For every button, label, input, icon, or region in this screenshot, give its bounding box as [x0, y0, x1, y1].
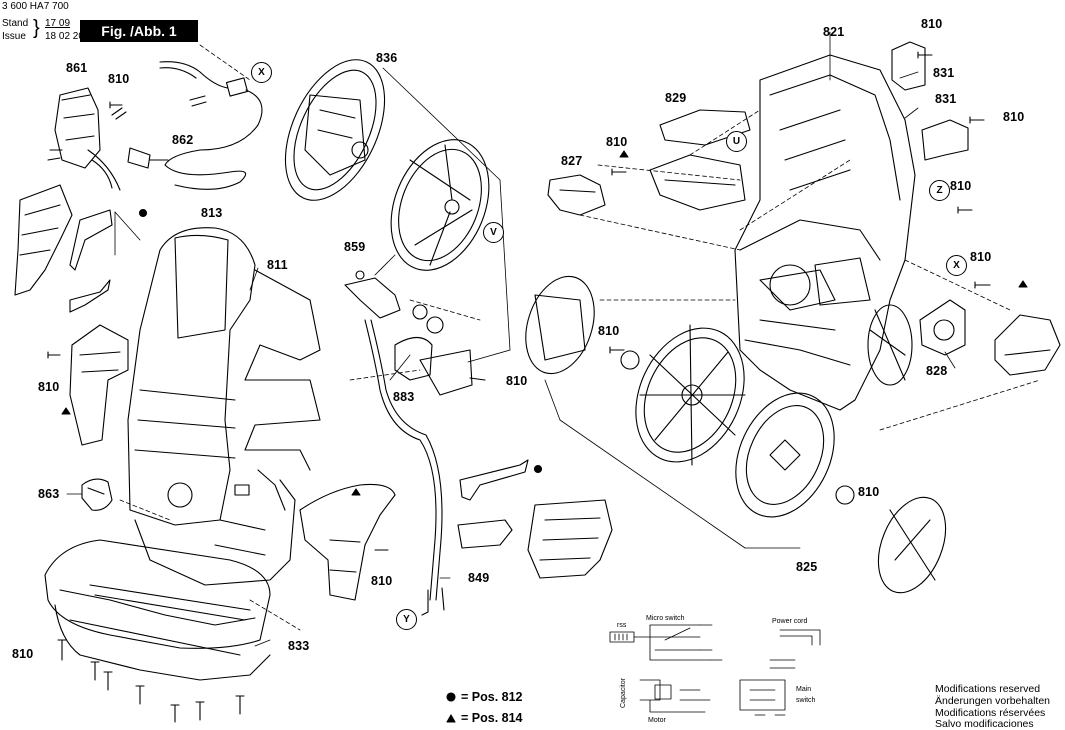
- wheel-reel: [620, 324, 746, 466]
- part-836-cover-disc: [284, 59, 386, 201]
- wiring-main-label: Main: [796, 686, 812, 693]
- callout-810: 810: [950, 179, 972, 193]
- callout-861: 861: [66, 61, 88, 75]
- part-827-clip: [547, 174, 606, 216]
- doc-number: 3 600 HA7 700: [2, 1, 69, 12]
- part-810-side-cover: [69, 324, 129, 446]
- callout-810: 810: [506, 374, 528, 388]
- callout-810: 810: [371, 574, 393, 588]
- note-modifications-es: Salvo modificaciones: [935, 718, 1034, 730]
- callout-810: 810: [921, 17, 943, 31]
- middle-brackets: [457, 459, 613, 579]
- note-modifications-fr: Modifications réservées: [935, 707, 1046, 719]
- callout-810: 810: [38, 380, 60, 394]
- part-810-side-disc: [525, 275, 595, 375]
- callout-810: 810: [1003, 110, 1025, 124]
- callout-831: 831: [933, 66, 955, 80]
- callout-811: 811: [267, 258, 288, 272]
- callout-863: 863: [38, 487, 60, 501]
- callout-828: 828: [926, 364, 948, 378]
- part-849-hose: [364, 319, 445, 616]
- wiring-power-cord-label: Power cord: [772, 618, 808, 625]
- issue-label: Issue: [2, 31, 26, 42]
- part-861-switch: [47, 87, 127, 191]
- part-859-valve: [344, 270, 486, 396]
- callout-833: 833: [288, 639, 310, 653]
- ref-letter-z: Z: [929, 180, 950, 201]
- callout-827: 827: [561, 154, 583, 168]
- ref-letter-u: U: [726, 131, 747, 152]
- callout-810: 810: [108, 72, 130, 86]
- part-825-wheel: [735, 392, 947, 594]
- legend-triangle-entry: = Pos. 814: [461, 711, 523, 725]
- note-modifications-en: Modifications reserved: [935, 683, 1041, 695]
- wiring-capacitor-label: Capacitor: [620, 678, 627, 708]
- issue-date: 18 02 20: [45, 31, 84, 42]
- wiring-motor-label: Motor: [648, 717, 666, 724]
- hose-reel-disc: [390, 139, 490, 271]
- part-862-power-cord: [127, 61, 263, 190]
- screws-810-bottom: [47, 351, 245, 723]
- callout-810: 810: [606, 135, 628, 149]
- part-813-brackets: [14, 184, 113, 313]
- callout-862: 862: [172, 133, 194, 147]
- part-821-frame: [734, 54, 916, 411]
- callout-810: 810: [858, 485, 880, 499]
- figure-label: Fig. /Abb. 1: [80, 20, 198, 42]
- callout-883: 883: [393, 390, 415, 404]
- symbols: [61, 150, 1028, 723]
- part-831-clips: [891, 41, 969, 161]
- part-811-housing: [127, 227, 321, 586]
- callout-813: 813: [201, 206, 223, 220]
- callout-829: 829: [665, 91, 687, 105]
- callout-810: 810: [12, 647, 34, 661]
- wiring-rss-label: rss: [617, 622, 627, 629]
- callout-810: 810: [598, 324, 620, 338]
- callout-821: 821: [823, 25, 845, 39]
- part-828-pump-head: [919, 299, 1061, 376]
- legend-dot-entry: = Pos. 812: [461, 690, 523, 704]
- note-modifications-de: Änderungen vorbehalten: [935, 695, 1051, 707]
- wiring-micro-switch-label: Micro switch: [646, 615, 685, 622]
- leader-lines: [66, 31, 956, 647]
- part-833-base-tray: [44, 539, 271, 681]
- assembly-guide-lines: [119, 44, 1041, 631]
- wiring-switch-label: switch: [796, 697, 816, 704]
- part-810-lance-holder: [299, 483, 396, 601]
- ref-letter-x: X: [251, 62, 272, 83]
- ref-letter-y: Y: [396, 609, 417, 630]
- callout-836: 836: [376, 51, 398, 65]
- callout-825: 825: [796, 560, 818, 574]
- stand-label: Stand: [2, 18, 29, 29]
- part-829-insert: [649, 109, 751, 211]
- wiring-schematic: [609, 624, 821, 716]
- ref-letter-v: V: [483, 222, 504, 243]
- callout-810: 810: [970, 250, 992, 264]
- callout-849: 849: [468, 571, 490, 585]
- callout-831: 831: [935, 92, 957, 106]
- screws-810-right: [109, 51, 991, 354]
- date-bracket: }: [33, 17, 40, 39]
- ref-letter-x: X: [946, 255, 967, 276]
- stand-date: 17 09: [45, 18, 71, 29]
- callout-859: 859: [344, 240, 366, 254]
- part-863-knob: [81, 478, 113, 511]
